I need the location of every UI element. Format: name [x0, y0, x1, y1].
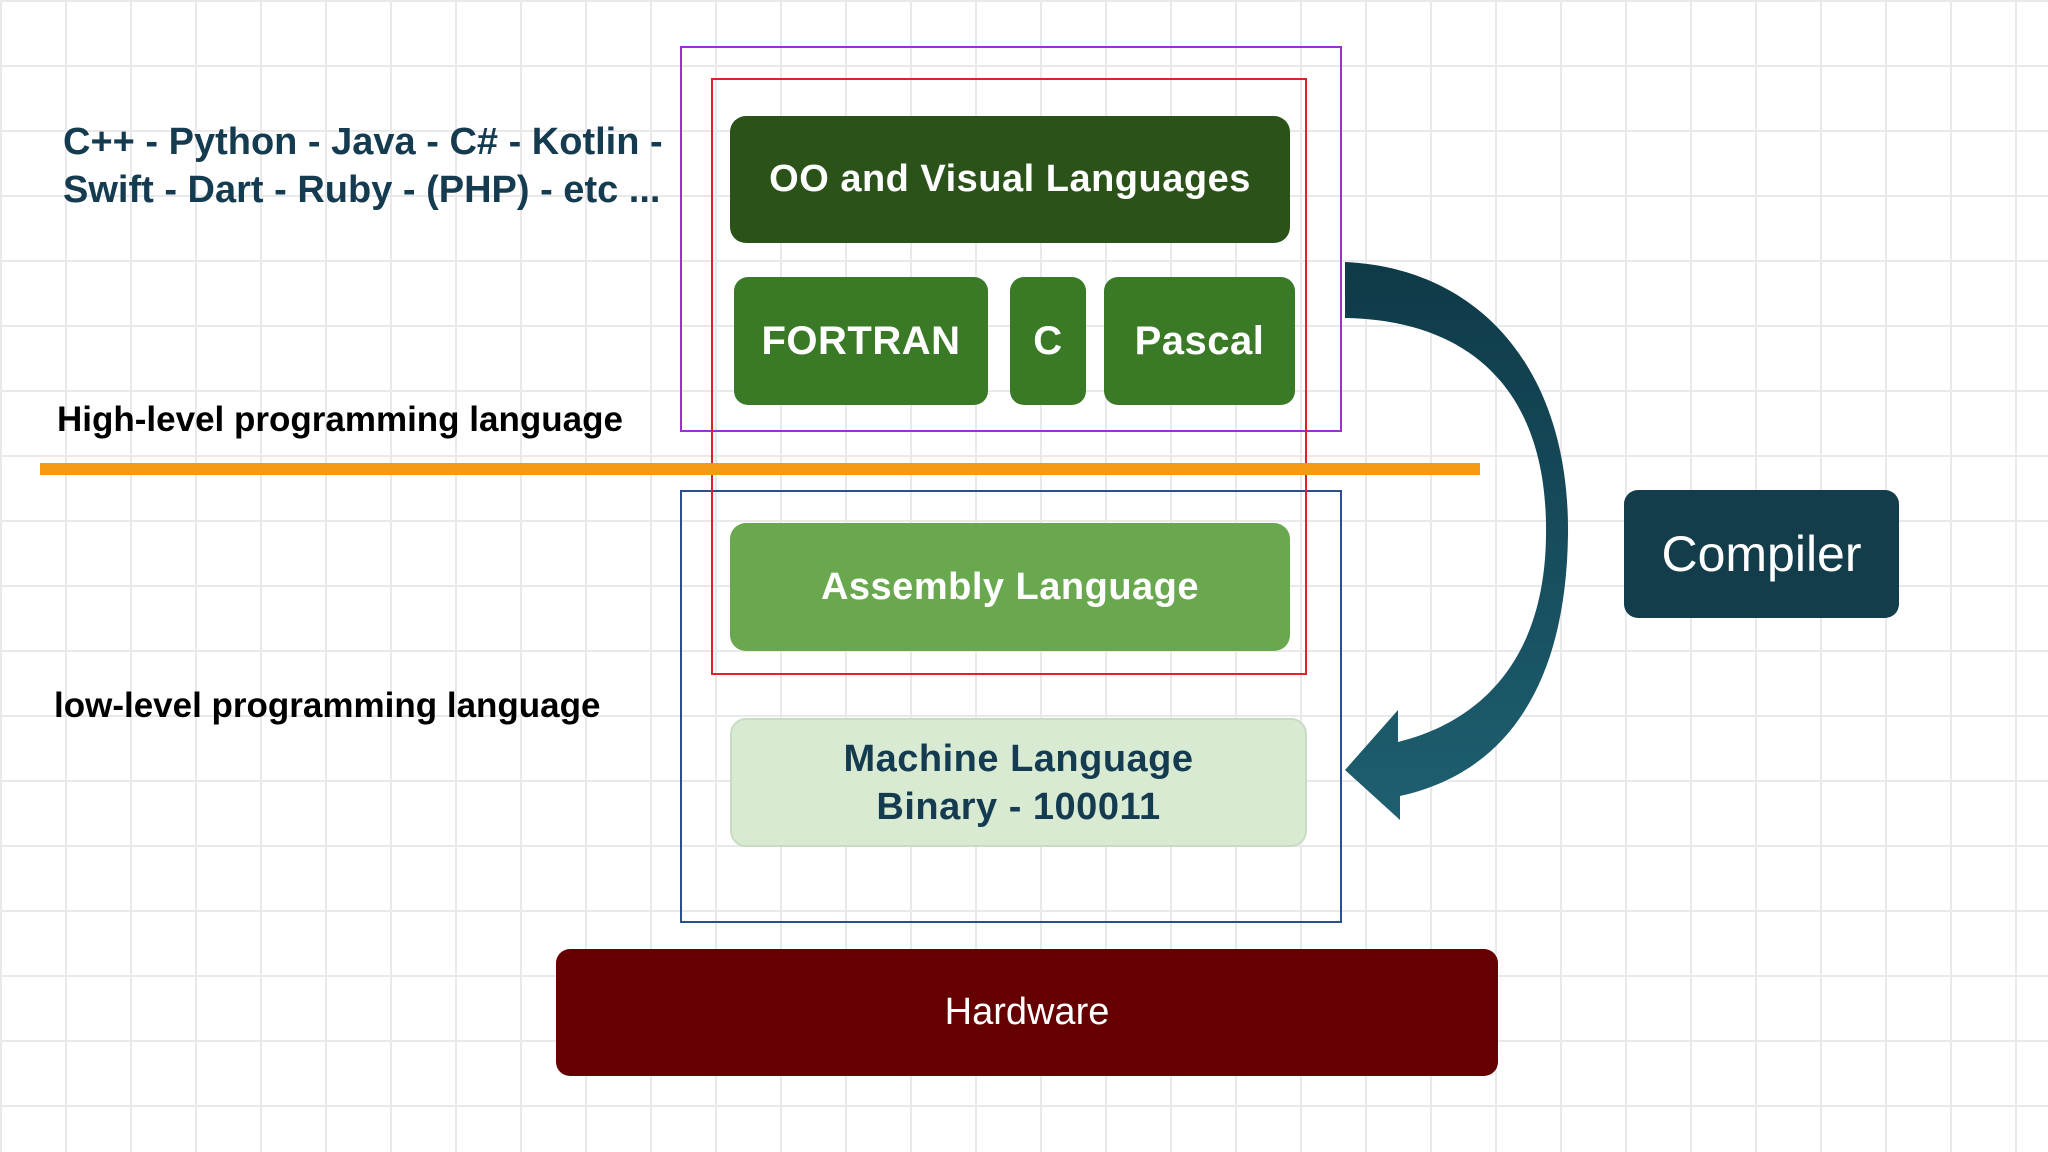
hardware-label: Hardware	[944, 991, 1110, 1033]
pascal-box: Pascal	[1104, 277, 1295, 405]
level-divider-line	[40, 463, 1480, 475]
compiler-label: Compiler	[1661, 526, 1862, 582]
oo-visual-languages-box: OO and Visual Languages	[730, 116, 1290, 243]
machine-language-label: Machine Language	[843, 737, 1194, 780]
high-level-frame	[680, 46, 1342, 432]
c-label: C	[1033, 318, 1063, 363]
high-level-label: High-level programming language	[57, 400, 623, 439]
oo-visual-languages-label: OO and Visual Languages	[769, 158, 1251, 200]
assembly-language-box: Assembly Language	[730, 523, 1290, 651]
c-box: C	[1010, 277, 1086, 405]
machine-language-box: Machine Language Binary - 100011	[730, 718, 1307, 847]
language-examples-line-2: Swift - Dart - Ruby - (PHP) - etc ...	[63, 169, 661, 211]
pascal-label: Pascal	[1134, 318, 1265, 363]
language-examples: C++ - Python - Java - C# - Kotlin - Swif…	[63, 118, 663, 214]
binary-example-label: Binary - 100011	[876, 785, 1161, 828]
compile-arrow-icon	[1345, 262, 1569, 820]
fortran-label: FORTRAN	[761, 318, 961, 363]
compiled-languages-frame	[711, 78, 1307, 675]
low-level-label: low-level programming language	[54, 686, 601, 725]
hardware-box: Hardware	[556, 949, 1498, 1076]
compiler-box: Compiler	[1624, 490, 1899, 618]
assembly-language-label: Assembly Language	[820, 565, 1200, 608]
fortran-box: FORTRAN	[734, 277, 988, 405]
low-level-frame	[680, 490, 1342, 923]
language-examples-line-1: C++ - Python - Java - C# - Kotlin -	[63, 121, 663, 163]
